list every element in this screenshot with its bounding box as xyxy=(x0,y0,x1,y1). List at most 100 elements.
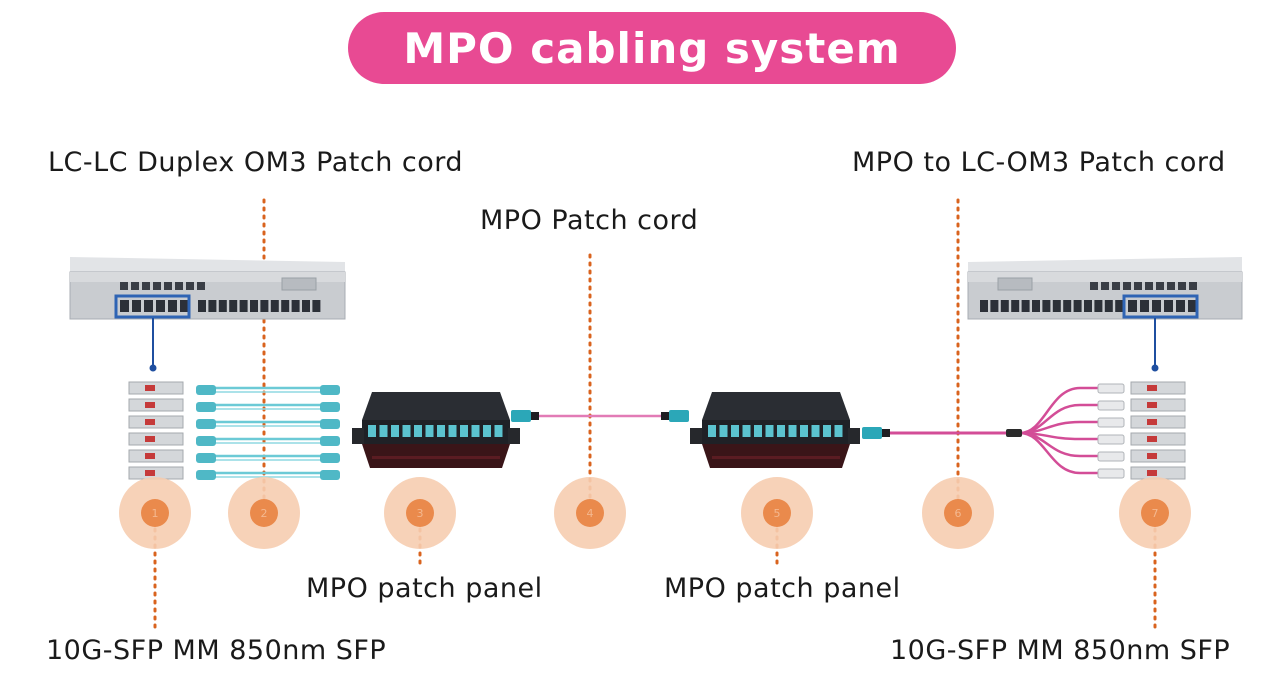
switch-port xyxy=(120,282,128,290)
lc-connector xyxy=(196,402,216,412)
lc-connector xyxy=(196,385,216,395)
marker-6: 6 xyxy=(922,477,994,549)
switch-port xyxy=(1011,300,1020,312)
switch-port xyxy=(281,300,290,312)
switch-port xyxy=(153,282,161,290)
switch-port xyxy=(156,300,165,312)
switch-port xyxy=(980,300,988,312)
panel-port xyxy=(379,425,388,437)
panel-port xyxy=(823,425,831,437)
switch-port xyxy=(131,282,139,290)
sfp-module xyxy=(128,398,184,412)
label-lc-duplex-patch-cord: LC-LC Duplex OM3 Patch cord xyxy=(48,147,464,178)
marker-core xyxy=(406,499,434,527)
switch-right-top-ports xyxy=(1090,282,1197,290)
label-mpo-to-lc-patch-cord: MPO to LC-OM3 Patch cord xyxy=(852,147,1226,178)
sfp-label xyxy=(145,402,155,408)
marker-5: 5 xyxy=(741,477,813,549)
sfp-stack-right xyxy=(1130,381,1186,480)
panel-right-ports xyxy=(708,425,843,437)
lc-connector xyxy=(1097,417,1125,428)
switch-port xyxy=(1042,300,1051,312)
marker-3: 3 xyxy=(384,477,456,549)
switch-port xyxy=(1152,300,1161,312)
sfp-module xyxy=(1130,398,1186,412)
sfp-module xyxy=(1130,381,1186,395)
panel-port xyxy=(777,425,785,437)
lc-duplex-patch-cords xyxy=(196,385,340,480)
switch-port xyxy=(1115,300,1124,312)
switch-port xyxy=(1094,300,1103,312)
switch-port xyxy=(1084,300,1092,312)
switch-port xyxy=(1176,300,1185,312)
lc-connector xyxy=(196,453,216,463)
marker-number: 3 xyxy=(417,507,424,520)
switch-port xyxy=(291,300,300,312)
switch-port xyxy=(312,300,321,312)
sfp-label xyxy=(145,470,155,476)
marker-core xyxy=(763,499,791,527)
panel-port xyxy=(448,425,457,437)
switch-port xyxy=(260,300,269,312)
sfp-module xyxy=(128,381,184,395)
switch-port xyxy=(1052,300,1061,312)
switch-port xyxy=(1112,282,1120,290)
switch-port xyxy=(1128,300,1137,312)
marker-number: 4 xyxy=(587,507,594,520)
port-highlight-right xyxy=(1122,294,1199,319)
switch-port xyxy=(1063,300,1072,312)
marker-7: 7 xyxy=(1119,477,1191,549)
lc-connector xyxy=(196,436,216,446)
sfp-module xyxy=(1130,415,1186,429)
port-highlight-left xyxy=(114,294,191,319)
mpo-to-lc-fanout xyxy=(1019,383,1125,479)
switch-port xyxy=(1145,282,1153,290)
panel-port xyxy=(834,425,843,437)
sfp-label xyxy=(1147,453,1157,459)
switch-port xyxy=(1123,282,1131,290)
marker-number: 6 xyxy=(955,507,962,520)
lc-connector xyxy=(1097,383,1125,394)
switch-port xyxy=(144,300,153,312)
lc-connector xyxy=(196,470,216,480)
switch-left-top-ports xyxy=(120,282,205,290)
sfp-module xyxy=(128,432,184,446)
marker-2: 2 xyxy=(228,477,300,549)
switch-port xyxy=(180,300,189,312)
switch-right-bottom-ports xyxy=(980,300,1197,312)
lc-connector xyxy=(1097,468,1125,479)
sfp-label xyxy=(1147,385,1157,391)
marker-core xyxy=(141,499,169,527)
panel-port xyxy=(368,425,376,437)
lc-connector xyxy=(1097,451,1125,462)
label-sfp-left: 10G-SFP MM 850nm SFP xyxy=(46,635,387,666)
switch-left xyxy=(69,257,346,320)
mpo-trunk-cord xyxy=(511,410,689,422)
switch-port xyxy=(142,282,150,290)
marker-core xyxy=(250,499,278,527)
sfp-label xyxy=(145,419,155,425)
label-mpo-patch-panel-left: MPO patch panel xyxy=(306,573,543,604)
switch-port xyxy=(1000,300,1009,312)
switch-port xyxy=(1021,300,1030,312)
sfp-label xyxy=(1147,419,1157,425)
switch-port xyxy=(1073,300,1082,312)
switch-port xyxy=(229,300,238,312)
switch-port xyxy=(164,282,172,290)
panel-port xyxy=(483,425,491,437)
panel-port xyxy=(471,425,480,437)
marker-number: 5 xyxy=(774,507,781,520)
sfp-module xyxy=(128,449,184,463)
lc-connector xyxy=(320,453,340,463)
marker-number: 1 xyxy=(152,507,159,520)
switch-port xyxy=(1032,300,1040,312)
switch-port xyxy=(198,300,206,312)
panel-left-ports xyxy=(368,425,503,437)
switch-port xyxy=(1140,300,1149,312)
panel-port xyxy=(708,425,716,437)
switch-port xyxy=(175,282,183,290)
label-mpo-patch-panel-right: MPO patch panel xyxy=(664,573,901,604)
switch-port xyxy=(120,300,129,312)
mpo-patch-panel-left xyxy=(352,392,520,468)
